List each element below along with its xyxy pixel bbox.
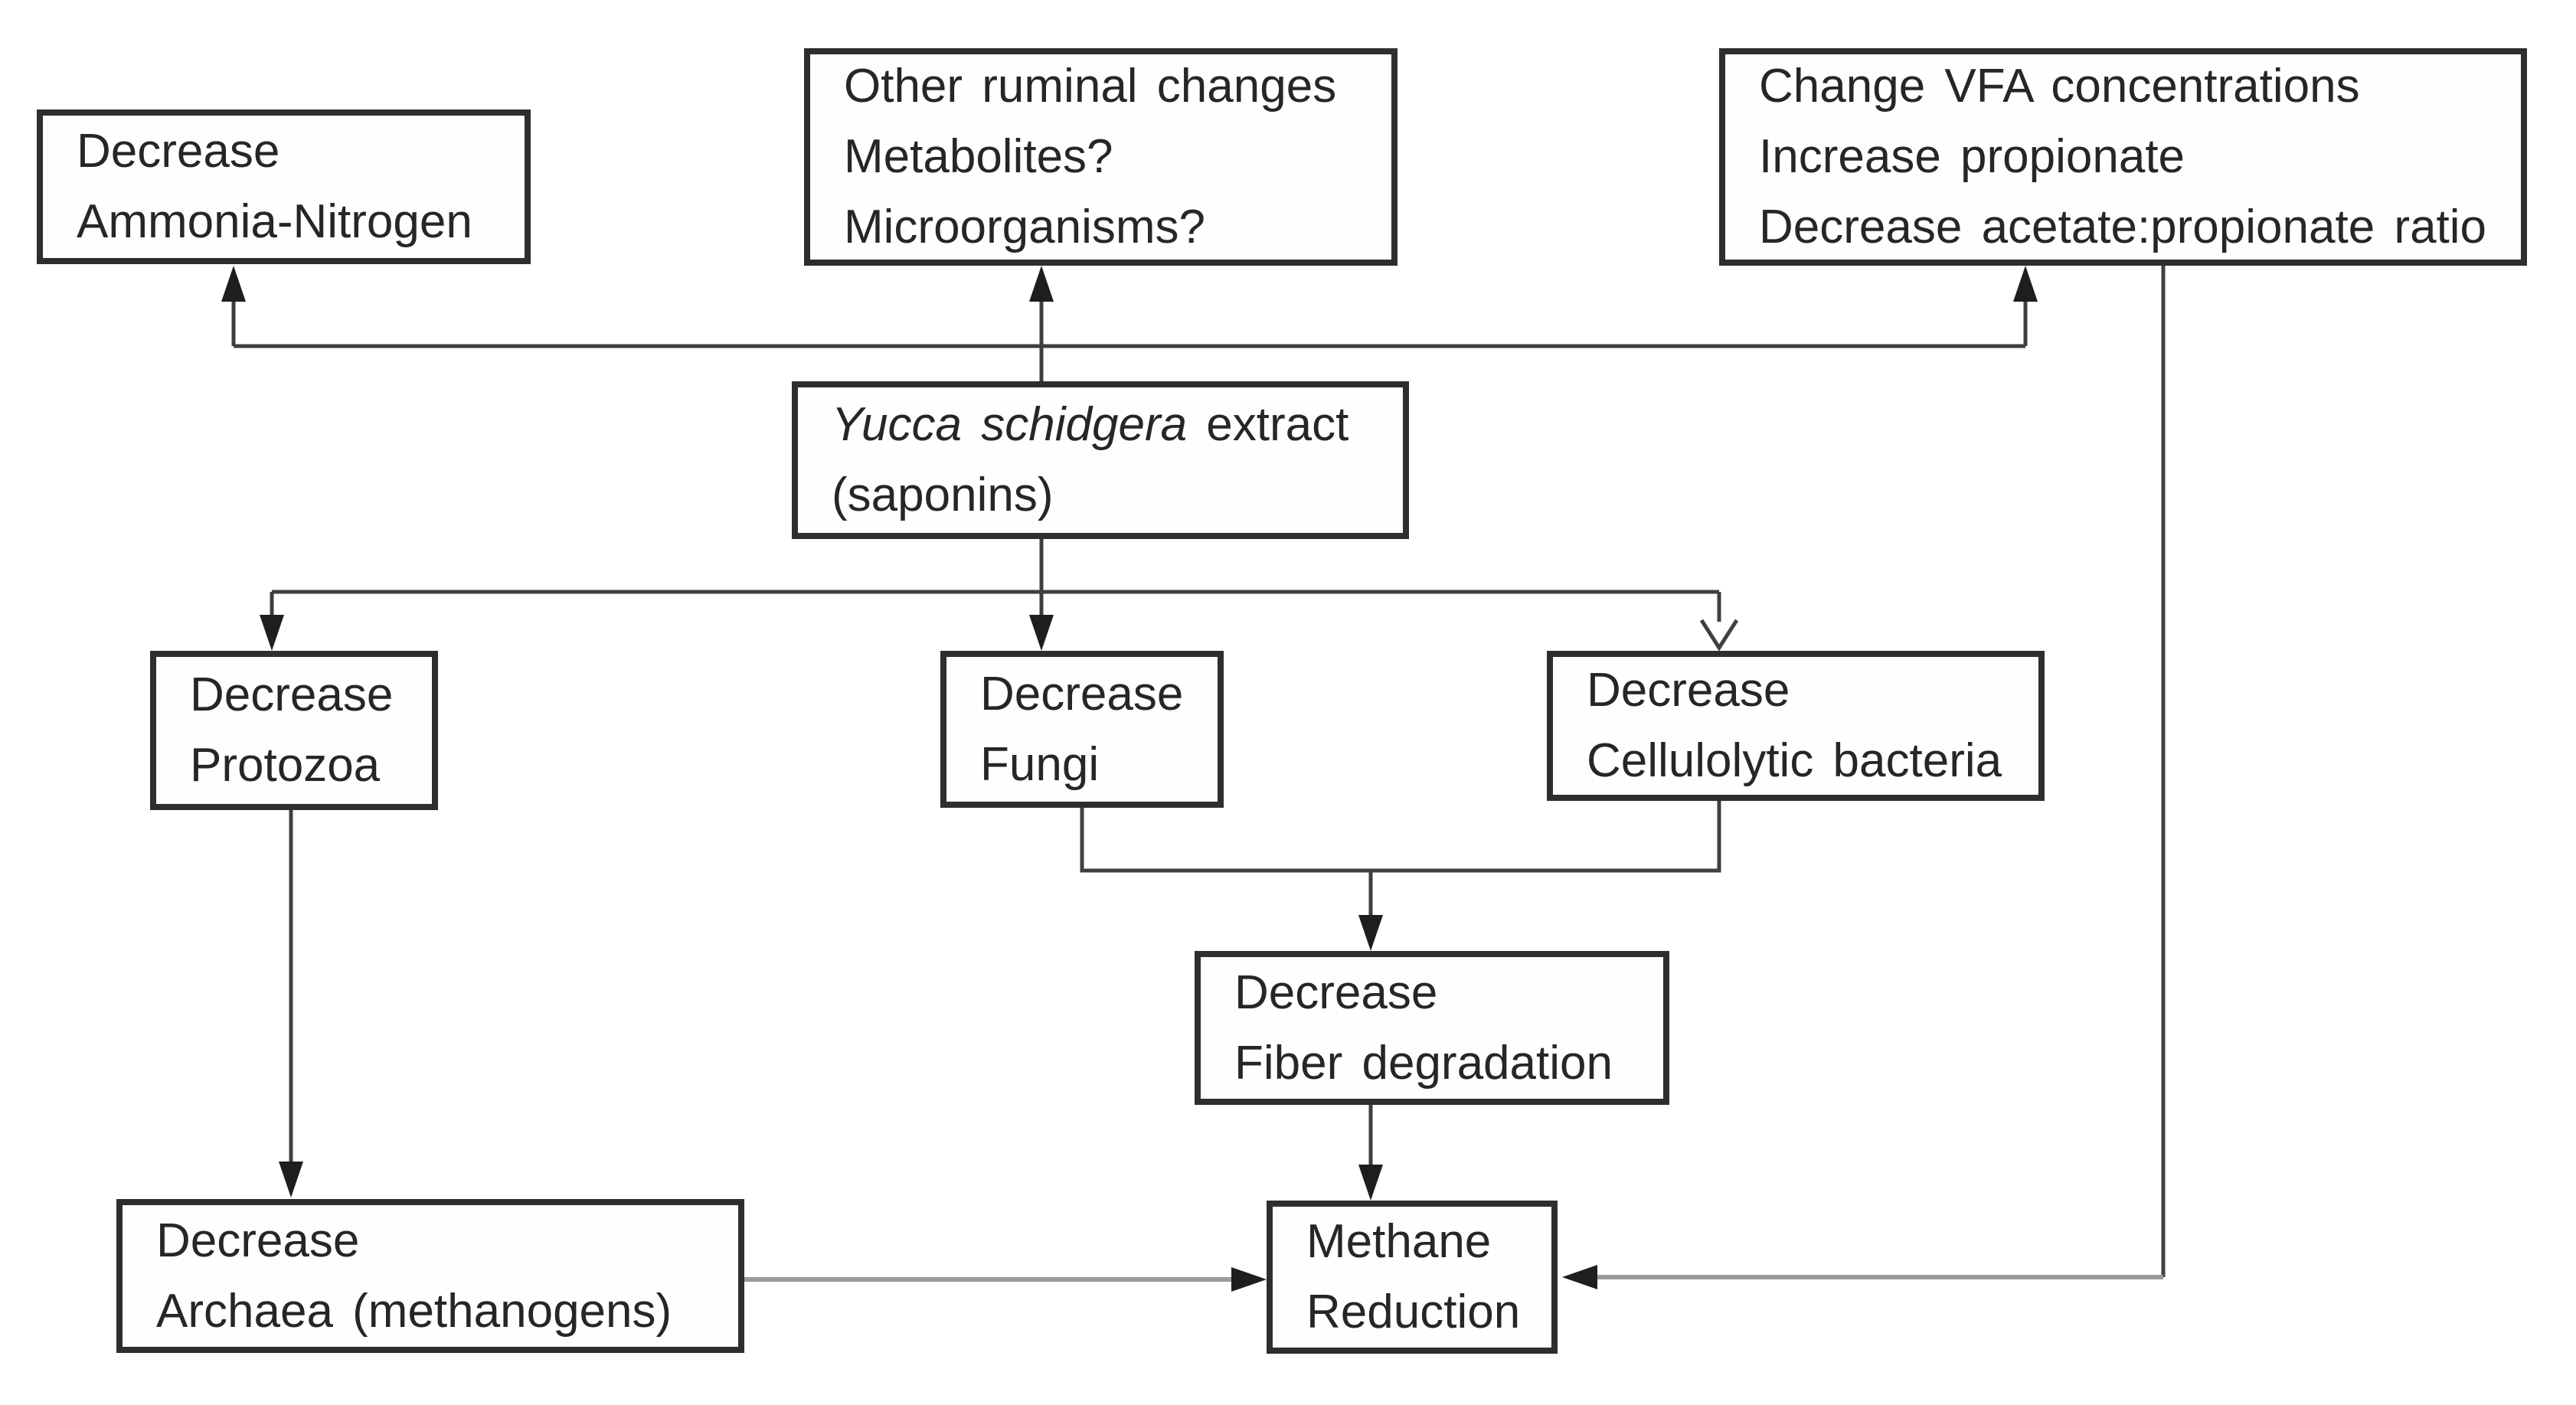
- node-text-line: Decrease: [156, 1214, 360, 1267]
- edge-yucca-ammonia: [221, 266, 246, 346]
- node-decrease-fungi: Decrease Fungi: [940, 651, 1224, 808]
- edge-yucca-vfa: [2013, 266, 2038, 346]
- node-text-line: Fiber degradation: [1234, 1036, 1613, 1090]
- node-decrease-protozoa: Decrease Protozoa: [150, 651, 438, 810]
- edge-merge-fiber: [1080, 799, 1721, 951]
- node-text-fragment: extract: [1187, 398, 1349, 451]
- node-text-line: Decrease: [77, 125, 280, 178]
- edge-yucca-ruminal: [1029, 266, 1054, 381]
- node-decrease-ammonia-nitrogen: Decrease Ammonia-Nitrogen: [37, 109, 531, 264]
- node-text-line: Reduction: [1306, 1286, 1521, 1338]
- edge-archaea-methane: [744, 1267, 1267, 1292]
- edge-yucca-cellulolytic: [1699, 592, 1739, 652]
- node-decrease-archaea-methanogens: Decrease Archaea (methanogens): [116, 1199, 744, 1353]
- node-text-line: (saponins): [832, 469, 1054, 521]
- edge-yucca-fungi: [1029, 539, 1054, 651]
- node-text-line: Decrease acetate:propionate ratio: [1759, 201, 2487, 253]
- node-other-ruminal-changes: Other ruminal changes Metabolites? Micro…: [804, 48, 1398, 266]
- edge-vfa-methane: [1562, 266, 2166, 1289]
- node-text-line: Fungi: [980, 737, 1100, 791]
- node-text-line: Decrease: [980, 667, 1184, 720]
- node-text-line: Metabolites?: [844, 130, 1113, 183]
- node-text-line: Microorganisms?: [844, 201, 1206, 253]
- node-change-vfa-concentrations: Change VFA concentrations Increase propi…: [1719, 48, 2527, 266]
- node-methane-reduction: Methane Reduction: [1267, 1201, 1558, 1354]
- node-text-line: Protozoa: [190, 739, 381, 792]
- node-decrease-fiber-degradation: Decrease Fiber degradation: [1195, 951, 1669, 1105]
- node-decrease-cellulolytic-bacteria: Decrease Cellulolytic bacteria: [1547, 651, 2045, 801]
- node-text-line: Increase propionate: [1759, 130, 2185, 183]
- node-text-line: Archaea (methanogens): [156, 1284, 672, 1338]
- node-text-line: Methane: [1306, 1215, 1492, 1268]
- edge-protozoa-archaea: [279, 810, 303, 1198]
- node-text-line: Yucca schidgera extract: [832, 390, 1348, 460]
- node-text-line: Ammonia-Nitrogen: [77, 195, 472, 248]
- species-name: Yucca schidgera: [832, 398, 1188, 451]
- node-text-line: Other ruminal changes: [844, 60, 1337, 113]
- edge-fiber-methane: [1358, 1105, 1383, 1201]
- node-text-line: Decrease: [1587, 664, 1790, 717]
- node-yucca-schidgera-extract: Yucca schidgera extract (saponins): [792, 381, 1409, 539]
- node-text-line: Decrease: [190, 668, 394, 721]
- node-text-line: Cellulolytic bacteria: [1587, 734, 2002, 787]
- node-text-line: Decrease: [1234, 966, 1438, 1019]
- edge-yucca-protozoa: [260, 592, 284, 651]
- node-text-line: Change VFA concentrations: [1759, 60, 2360, 113]
